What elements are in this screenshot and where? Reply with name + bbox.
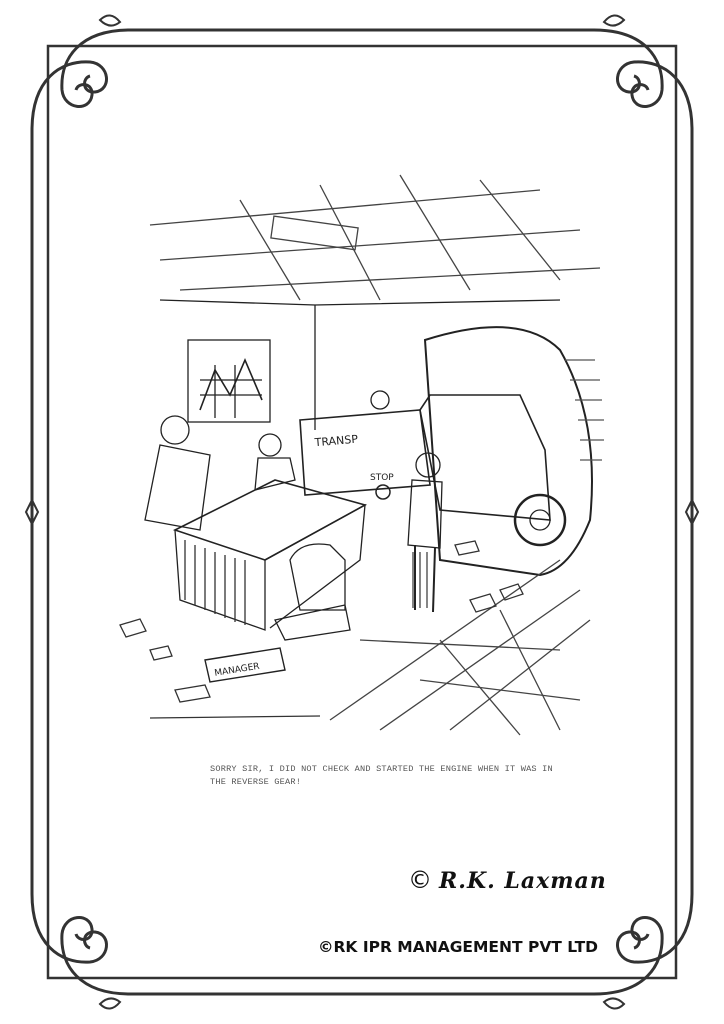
stop-sign-text: STOP	[370, 473, 394, 483]
copyright-notice: ©RK IPR MANAGEMENT PVT LTD	[318, 938, 599, 956]
driver-in-truck	[370, 390, 390, 410]
clerk-figure	[254, 433, 296, 491]
copyright-symbol: ©	[408, 866, 433, 894]
wall-hole	[423, 326, 593, 577]
manager-figure	[144, 415, 211, 531]
driver-figure	[407, 452, 443, 613]
desk	[172, 479, 368, 631]
wall-chart	[187, 339, 271, 423]
truck	[299, 394, 567, 547]
artist-name: R.K. Laxman	[439, 868, 607, 894]
scattered-papers	[119, 540, 524, 719]
chair	[274, 543, 351, 641]
ceiling-grid	[149, 174, 601, 301]
artist-signature: ©R.K. Laxman	[408, 866, 607, 894]
floor-tiles	[329, 559, 591, 736]
cartoon-caption: SORRY SIR, I DID NOT CHECK AND STARTED T…	[210, 764, 553, 787]
manager-nameplate: MANAGER	[214, 662, 261, 679]
truck-lettering: TRANSP	[313, 433, 359, 450]
